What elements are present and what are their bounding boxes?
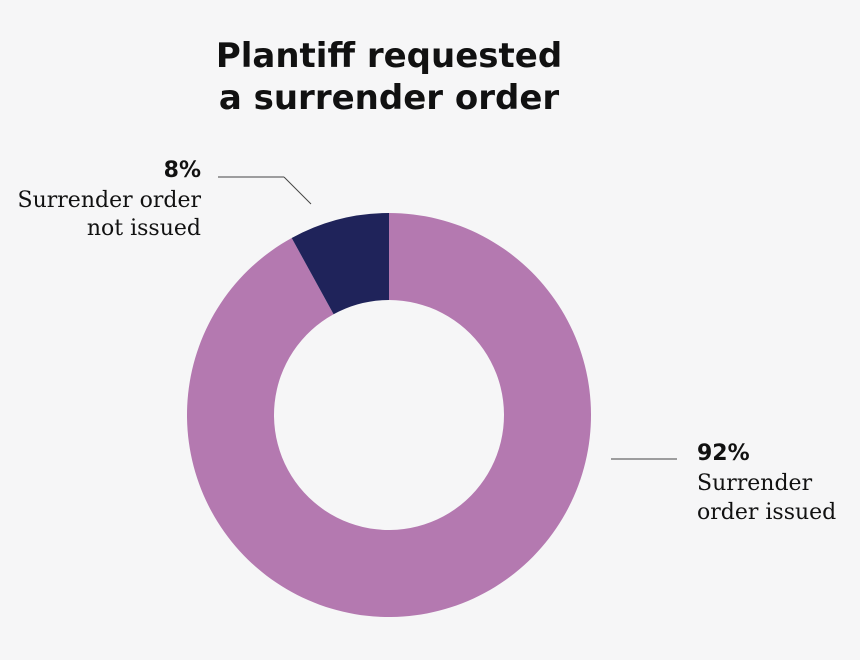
slice-value-not-issued: 8% — [164, 158, 201, 183]
chart-title: Plantiff requested a surrender order — [216, 36, 562, 118]
slice-label-not-issued-line-1: Surrender order — [18, 188, 202, 213]
donut-slice-1 — [291, 213, 389, 315]
leader-line-not-issued-diagonal — [283, 176, 312, 205]
slice-label-not-issued-line-2: not issued — [87, 216, 201, 241]
slice-label-issued-line-1: Surrender — [697, 471, 813, 496]
slice-label-issued: 92% Surrender order issued — [697, 441, 836, 525]
slice-label-not-issued: 8% Surrender order not issued — [18, 158, 202, 241]
donut-slices — [187, 213, 592, 617]
donut-slice-0 — [187, 213, 592, 617]
slice-label-issued-line-2: order issued — [697, 500, 836, 525]
chart-title-line-1: Plantiff requested — [216, 36, 562, 76]
chart-title-line-2: a surrender order — [219, 78, 560, 118]
slice-value-issued: 92% — [697, 441, 750, 466]
